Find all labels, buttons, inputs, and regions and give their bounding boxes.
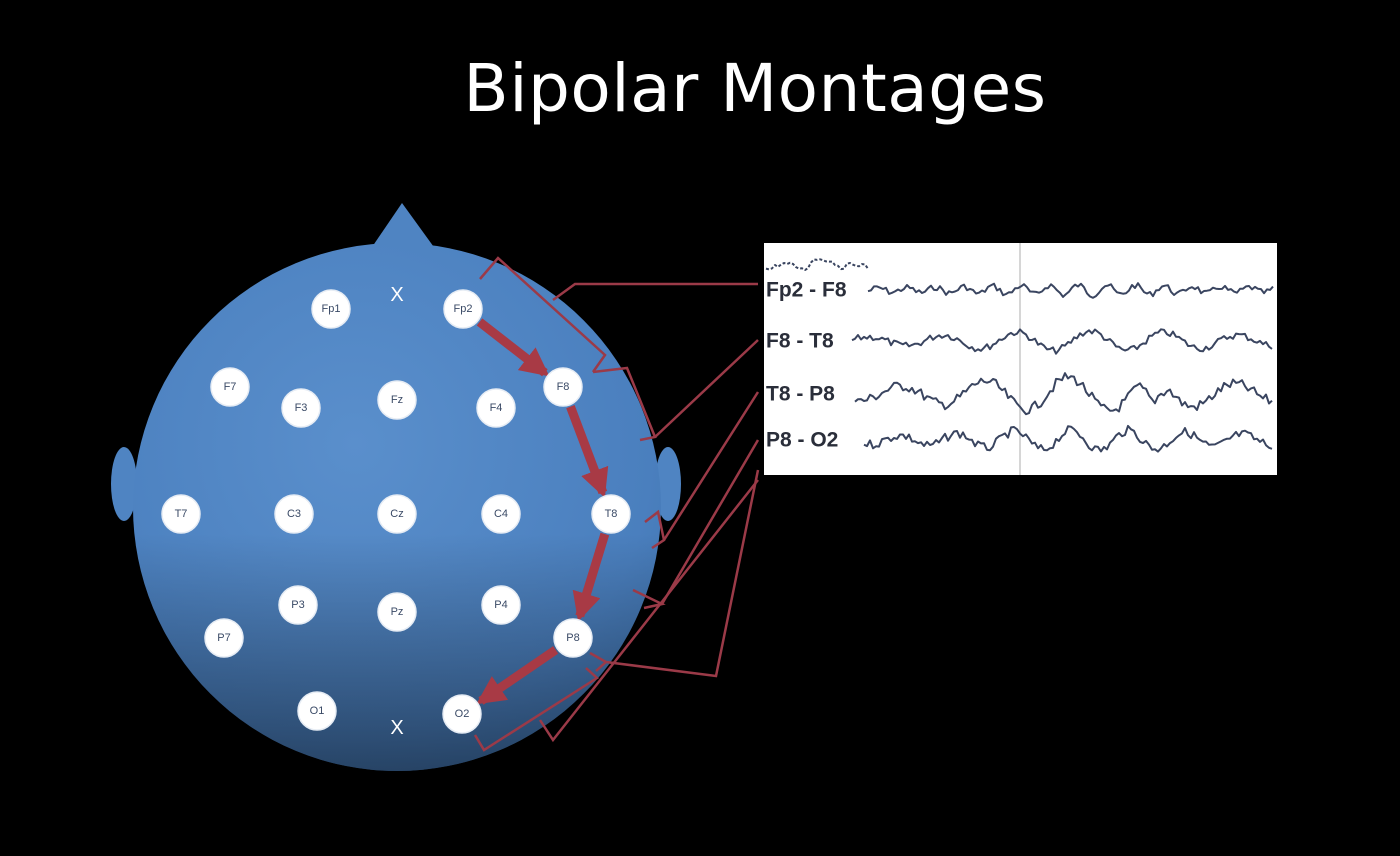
- electrode-p3: P3: [278, 585, 318, 625]
- eeg-artifact-trace: [765, 258, 869, 271]
- eeg-panel: Fp2 - F8 F8 - T8 T8 - P8 P8 - O2: [764, 243, 1277, 475]
- left-ear-shape: [111, 447, 137, 521]
- slide-title: Bipolar Montages: [463, 50, 1047, 127]
- electrode-cz: Cz: [377, 494, 417, 534]
- electrode-fp1: Fp1: [311, 289, 351, 329]
- channel-label-backdrop: [766, 278, 866, 302]
- eeg-trace: [854, 372, 1273, 416]
- electrode-label: P7: [217, 632, 230, 644]
- montage-arrow: [566, 405, 609, 498]
- electrode-label: C3: [287, 508, 301, 520]
- electrode-dot: [476, 388, 516, 428]
- nose-shape: [370, 203, 436, 250]
- electrode-label: P8: [566, 632, 579, 644]
- electrode-label: Fp2: [454, 303, 473, 315]
- reference-x-mark: X: [390, 717, 403, 739]
- electrode-label: O1: [310, 705, 325, 717]
- montage-arrow: [476, 318, 550, 377]
- electrode-f8: F8: [543, 367, 583, 407]
- electrode-label: F7: [224, 381, 237, 393]
- electrode-label: F8: [557, 381, 570, 393]
- montage-arrow: [476, 646, 559, 705]
- electrode-f7: F7: [210, 367, 250, 407]
- channel-label: T8 - P8: [766, 383, 835, 406]
- electrode-dot: [161, 494, 201, 534]
- bracket-line: [632, 439, 760, 610]
- electrode-label: O2: [455, 708, 470, 720]
- electrode-dot: [481, 494, 521, 534]
- eeg-trace: [863, 424, 1273, 453]
- montage-arrow: [572, 532, 610, 622]
- electrode-dot: [553, 618, 593, 658]
- electrode-dot: [274, 494, 314, 534]
- electrode-dot: [377, 592, 417, 632]
- channel-label: Fp2 - F8: [766, 279, 847, 302]
- electrode-c3: C3: [274, 494, 314, 534]
- electrode-dot: [481, 585, 521, 625]
- electrode-dot: [591, 494, 631, 534]
- channel-label: F8 - T8: [766, 330, 834, 353]
- electrode-o2: O2: [442, 694, 482, 734]
- electrode-t7: T7: [161, 494, 201, 534]
- right-ear-shape: [655, 447, 681, 521]
- eeg-traces: [765, 258, 1274, 453]
- bracket-line: [473, 479, 759, 752]
- electrode-dot: [442, 694, 482, 734]
- electrode-label: Cz: [390, 508, 403, 520]
- electrode-dot: [204, 618, 244, 658]
- electrode-dot: [377, 380, 417, 420]
- electrode-dot: [297, 691, 337, 731]
- electrode-label: Pz: [391, 606, 404, 618]
- bracket-line: [479, 256, 758, 373]
- electrode-p7: P7: [204, 618, 244, 658]
- electrode-dot: [443, 289, 483, 329]
- channel-label: P8 - O2: [766, 429, 838, 452]
- electrode-label: Fp1: [322, 303, 341, 315]
- electrode-dot: [281, 388, 321, 428]
- electrode-label: C4: [494, 508, 508, 520]
- eeg-trace: [851, 328, 1273, 355]
- electrode-label: T7: [175, 508, 188, 520]
- bracket-line: [592, 339, 759, 442]
- electrode-pz: Pz: [377, 592, 417, 632]
- channel-label-backdrop: [766, 428, 862, 452]
- channel-brackets: [473, 256, 760, 752]
- electrode-dot: [210, 367, 250, 407]
- electrode-c4: C4: [481, 494, 521, 534]
- electrode-dot: [278, 585, 318, 625]
- electrode-fp2: Fp2: [443, 289, 483, 329]
- reference-x-mark: X: [390, 284, 403, 306]
- channel-label-backdrop: [766, 329, 850, 353]
- bracket-line: [644, 391, 760, 550]
- montage-arrows: [476, 318, 610, 705]
- electrode-label: F4: [490, 402, 503, 414]
- electrode-label: Fz: [391, 394, 403, 406]
- electrode-label: T8: [605, 508, 618, 520]
- electrode-o1: O1: [297, 691, 337, 731]
- electrode-f3: F3: [281, 388, 321, 428]
- electrode-dot: [543, 367, 583, 407]
- eeg-channel-labels: Fp2 - F8 F8 - T8 T8 - P8 P8 - O2: [766, 278, 866, 452]
- electrode-dot: [311, 289, 351, 329]
- electrode-t8: T8: [591, 494, 631, 534]
- electrode-label: P4: [494, 599, 507, 611]
- electrode-p8: P8: [553, 618, 593, 658]
- electrode-label: P3: [291, 599, 304, 611]
- channel-label-backdrop: [766, 382, 853, 406]
- electrode-label: F3: [295, 402, 308, 414]
- electrode-f4: F4: [476, 388, 516, 428]
- electrode-fz: Fz: [377, 380, 417, 420]
- electrode-p4: P4: [481, 585, 521, 625]
- electrode-dot: [377, 494, 417, 534]
- bracket-line: [589, 469, 760, 678]
- eeg-trace: [867, 282, 1274, 299]
